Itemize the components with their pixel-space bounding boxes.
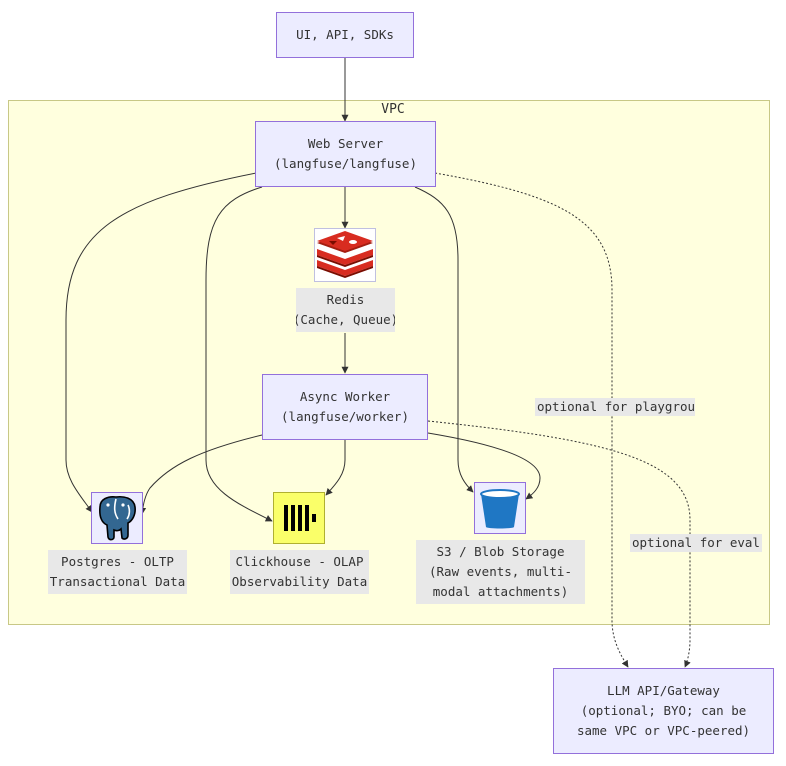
edge-worker-llm (427, 420, 691, 668)
llm-subtitle-1: (optional; BYO; can be (580, 703, 747, 718)
node-clients: UI, API, SDKs (276, 12, 414, 58)
node-web-server: Web Server (langfuse/langfuse) (255, 121, 436, 187)
node-clickhouse-label: Clickhouse - OLAP (Observability Data) (230, 550, 369, 594)
redis-icon (314, 228, 376, 282)
edge-web-s3 (414, 186, 474, 493)
redis-title: Redis (326, 292, 365, 307)
edge-web-postgres (65, 172, 257, 513)
clickhouse-icon (273, 492, 325, 544)
node-async-worker: Async Worker (langfuse/worker) (262, 374, 428, 440)
llm-subtitle-2: same VPC or VPC-peered) (576, 723, 751, 738)
vpc-label: VPC (381, 102, 405, 117)
clickhouse-subtitle: (Observability Data) (230, 574, 369, 589)
postgres-subtitle: (Transactional Data) (48, 574, 187, 589)
postgres-elephant-icon (91, 492, 143, 544)
worker-title: Async Worker (299, 389, 391, 404)
clickhouse-title: Clickhouse - OLAP (235, 554, 364, 569)
edge-worker-postgres (139, 434, 263, 515)
worker-image: (langfuse/worker) (281, 409, 409, 424)
llm-title: LLM API/Gateway (607, 683, 720, 698)
node-postgres-label: Postgres - OLTP (Transactional Data) (48, 550, 187, 594)
redis-subtitle: (Cache, Queue) (296, 312, 395, 327)
bucket-icon (474, 482, 526, 534)
web-server-image: (langfuse/langfuse) (274, 156, 417, 171)
edge-worker-clickhouse (325, 440, 346, 496)
edge-web-clickhouse (205, 186, 273, 522)
s3-title: S3 / Blob Storage (436, 544, 565, 559)
edge-label-playground: optional for playground (535, 398, 695, 416)
s3-subtitle-1: (Raw events, multi- (429, 564, 572, 579)
node-s3-label: S3 / Blob Storage (Raw events, multi- mo… (416, 540, 585, 604)
postgres-title: Postgres - OLTP (61, 554, 174, 569)
node-clients-label: UI, API, SDKs (296, 27, 394, 42)
web-server-title: Web Server (307, 136, 384, 151)
edge-worker-s3 (427, 432, 541, 500)
edge-label-eval: optional for eval (630, 534, 762, 552)
node-redis-label: Redis (Cache, Queue) (296, 288, 395, 332)
node-llm-gateway: LLM API/Gateway (optional; BYO; can be s… (553, 668, 774, 754)
s3-subtitle-2: modal attachments) (432, 584, 569, 599)
